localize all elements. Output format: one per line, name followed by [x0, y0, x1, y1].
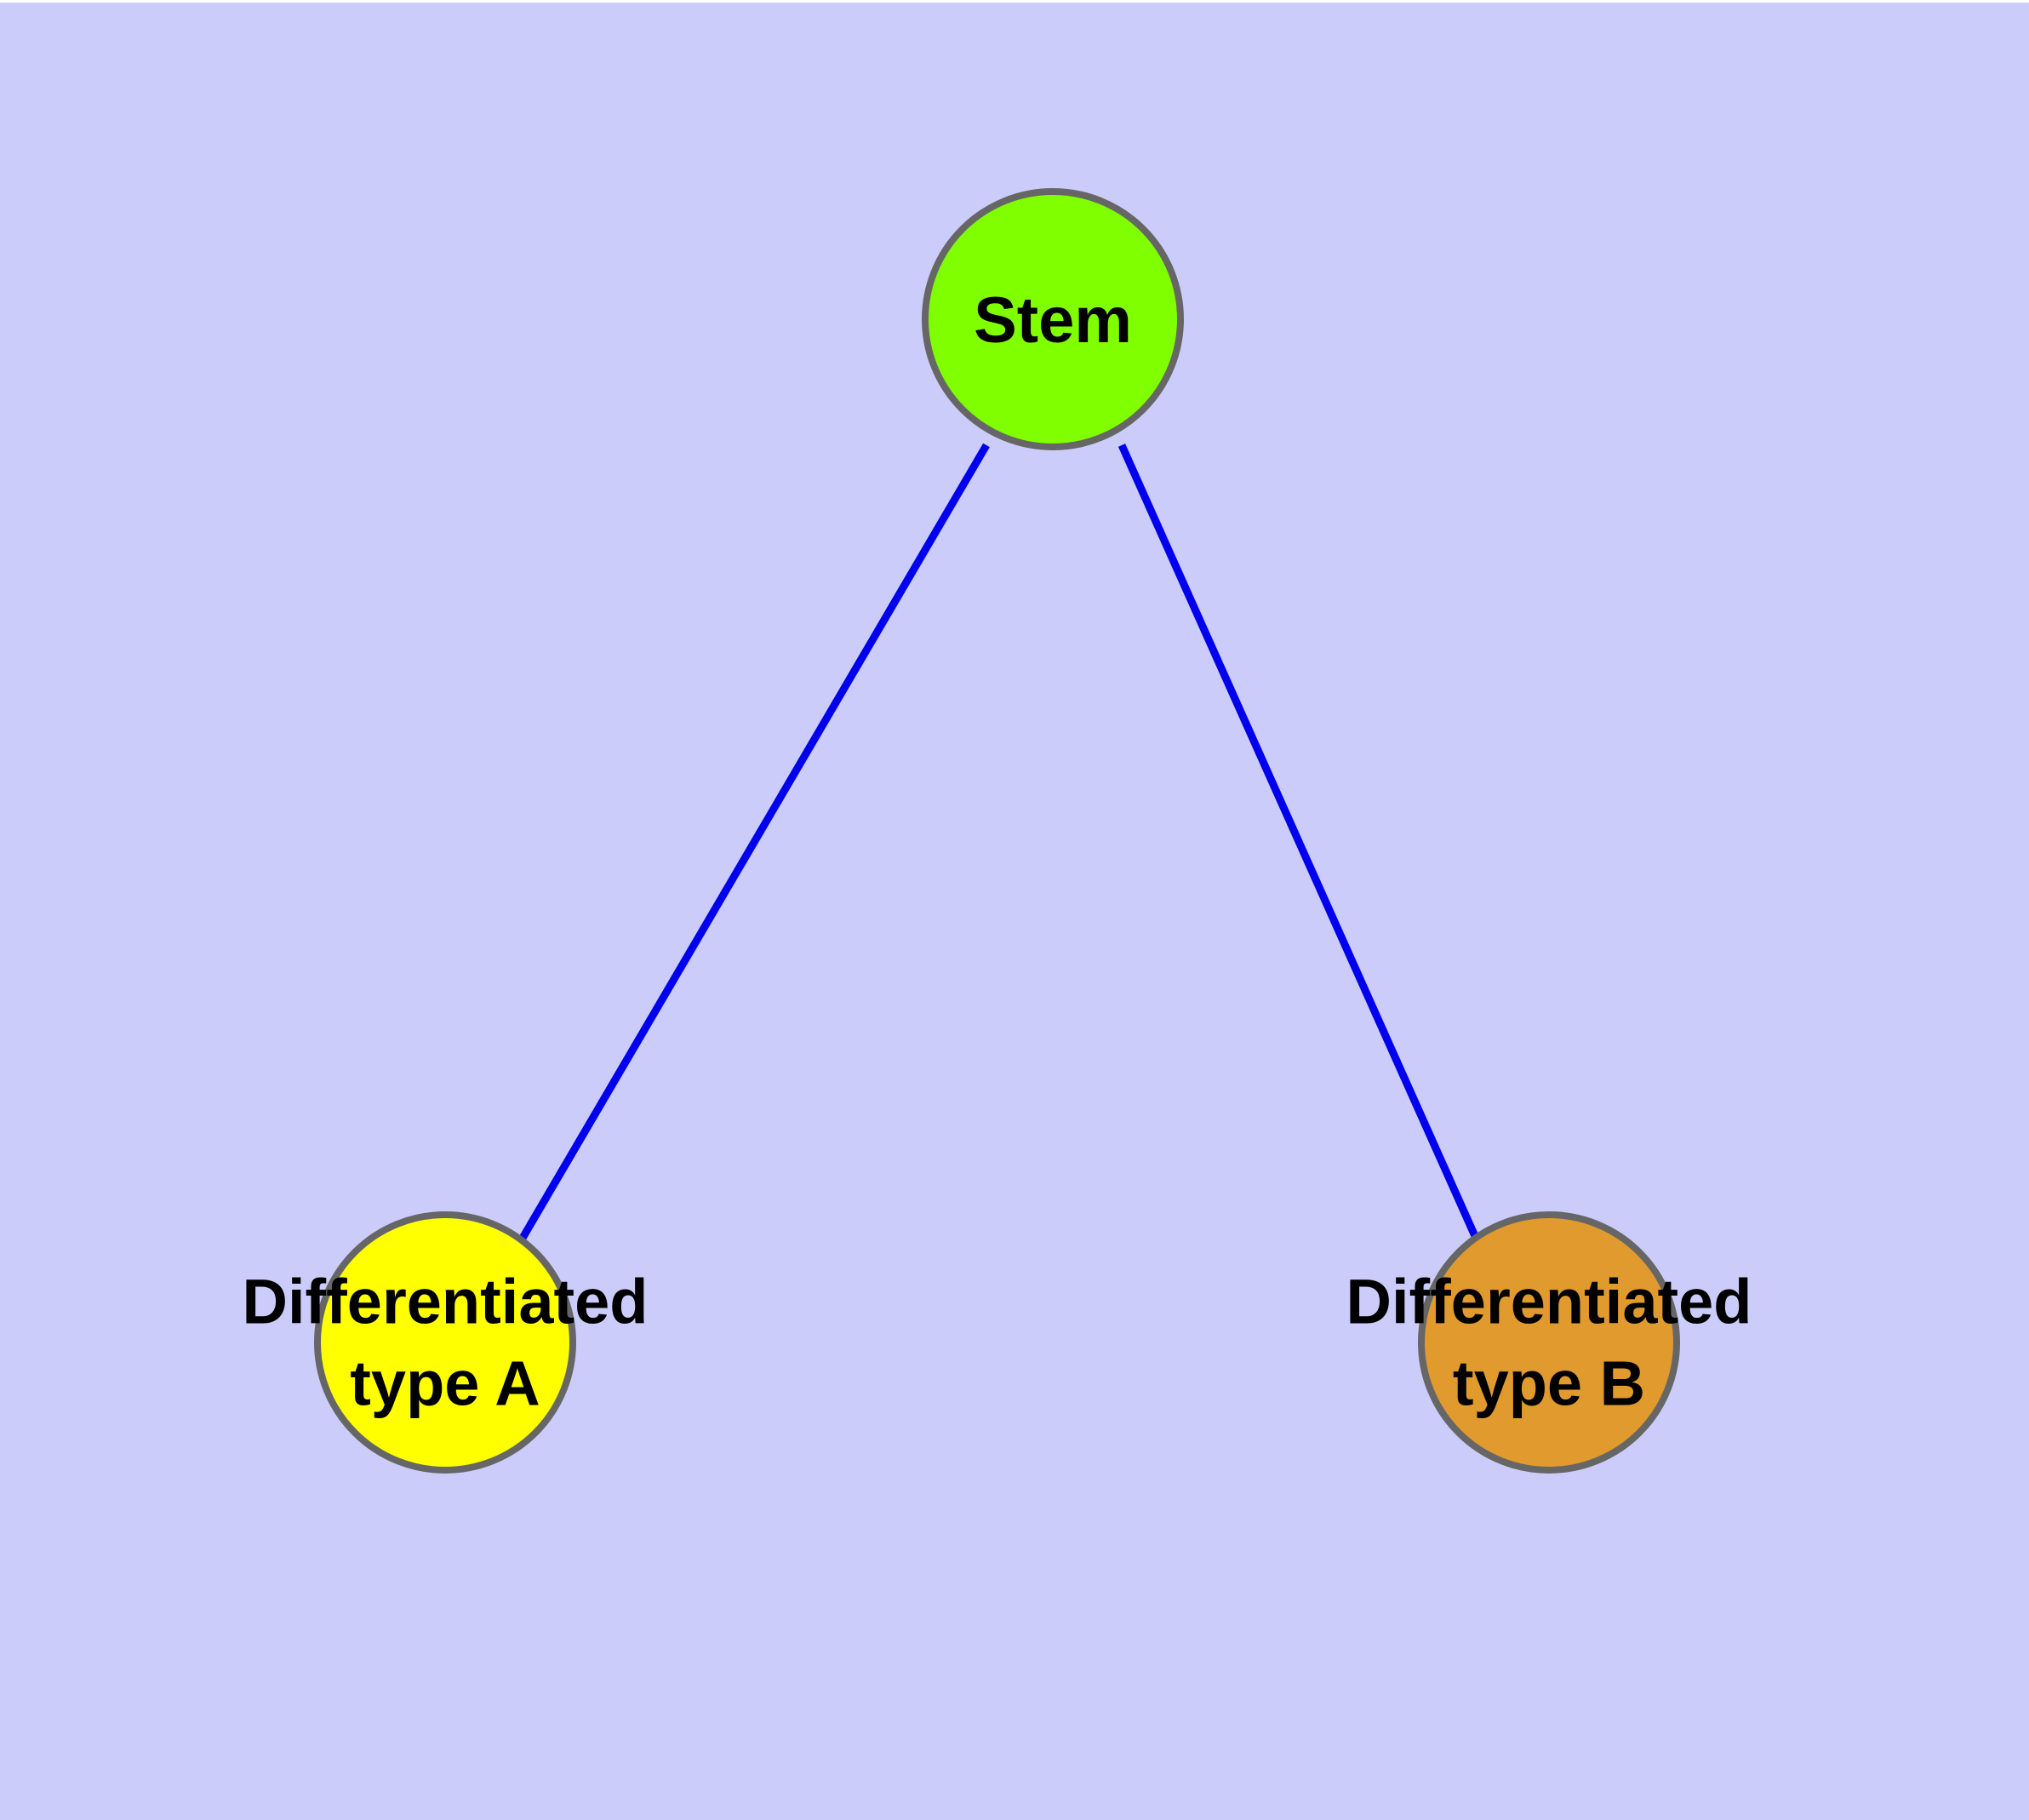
node-differentiated-type-a-circle[interactable] [314, 1211, 576, 1474]
edge-layer [518, 443, 1479, 1242]
edge-stem-to-differentiated-type-a[interactable] [518, 443, 990, 1242]
node-stem-circle[interactable] [922, 188, 1184, 450]
node-stem[interactable]: Stem [922, 188, 1184, 450]
node-differentiated-type-a-label-line1: Differentiated [243, 1267, 649, 1337]
node-differentiated-type-b-label-line2: type B [1453, 1348, 1645, 1419]
node-stem-label: Stem [974, 284, 1132, 357]
node-differentiated-type-a[interactable]: Differentiated type A [243, 1211, 649, 1474]
node-differentiated-type-a-label-line2: type A [350, 1348, 540, 1419]
node-differentiated-type-b-label-line1: Differentiated [1346, 1267, 1752, 1337]
node-differentiated-type-b-circle[interactable] [1418, 1211, 1680, 1474]
node-differentiated-type-b[interactable]: Differentiated type B [1346, 1211, 1752, 1474]
edge-stem-to-differentiated-type-b[interactable] [1117, 444, 1479, 1238]
